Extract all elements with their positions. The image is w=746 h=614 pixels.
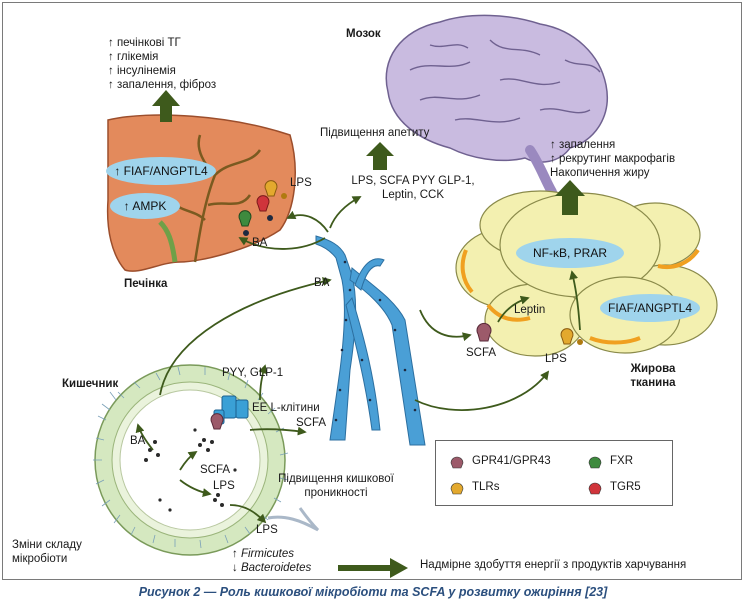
adipose-effect-3: Накопичення жиру (550, 167, 650, 179)
gut-title: Кишечник (62, 378, 119, 390)
liver-up-arrow (152, 90, 180, 122)
adipose-effect-2: ↑ рекрутинг макрофагів (550, 153, 676, 165)
legend-item-tlrs: TLRs (448, 479, 499, 495)
liver-lps-label: LPS (290, 177, 312, 189)
gut-ba-label: BA (130, 435, 146, 447)
gut-microbiota: Зміни складу мікробіоти (12, 538, 82, 566)
adipose-lps-label: LPS (545, 353, 567, 365)
firmicutes-label: Firmicutes (240, 548, 294, 560)
liver-effect-3: ↑ інсулінемія (108, 65, 176, 77)
bacteroidetes-line: ↓ Bacteroidetes (232, 562, 312, 574)
liver-ampk-pill: ↑ AMPK (110, 193, 180, 219)
liver-effects: ↑ печінкові ТГ ↑ глікемія ↑ інсулінемія … (108, 36, 216, 92)
adipose-title-line2: тканина (630, 377, 676, 389)
tlr-icon-adipose (560, 328, 574, 345)
liver-effect-4: ↑ запалення, фіброз (108, 79, 217, 91)
fxr-icon (588, 456, 602, 469)
figure-frame (2, 2, 742, 580)
legend-label-fxr: FXR (610, 455, 633, 467)
receptor-icons (210, 180, 583, 430)
tlr-icon (450, 482, 464, 495)
gpr-icon-gut (210, 413, 224, 430)
portal-vein (315, 235, 426, 446)
gut-microbiota-line2: мікробіоти (12, 553, 68, 565)
tlr-icon-liver (264, 180, 278, 197)
fxr-icon-liver (238, 210, 252, 227)
liver-title: Печінка (124, 278, 168, 290)
portal-signals: LPS, SCFA PYY GLP-1, Leptin, CCK (338, 174, 488, 202)
legend-label-tgr5: TGR5 (610, 481, 641, 493)
brain-illustration (385, 14, 608, 197)
energy-label: Надмірне здобуття енергії з продуктів ха… (420, 559, 687, 571)
liver-effect-1: ↑ печінкові ТГ (108, 37, 181, 49)
energy-right-arrow (338, 558, 408, 578)
legend-label-tlrs: TLRs (472, 481, 500, 493)
adipose-leptin-label: Leptin (514, 304, 546, 316)
legend-item-tgr5: TGR5 (586, 479, 641, 495)
figure-caption: Рисунок 2 — Роль кишкової мікробіоти та … (138, 585, 608, 599)
gut-permeability-line2: проникності (304, 487, 368, 499)
brain-up-arrow (366, 142, 394, 170)
adipose-nfkb-pill: NF-κB, PRAR (516, 238, 624, 268)
liver-effect-2: ↑ глікемія (108, 51, 159, 63)
portal-signals-line1: LPS, SCFA PYY GLP-1, (351, 175, 475, 187)
tgr5-icon-liver (256, 195, 270, 212)
adipose-scfa-label: SCFA (466, 347, 497, 359)
gut-pyy-label: PYY, GLP-1 (222, 367, 284, 379)
adipose-up-arrow (555, 180, 585, 215)
brain-effect: Підвищення апетиту (320, 127, 430, 139)
leak-vessel (267, 507, 320, 532)
gut-scfa-out-label: SCFA (296, 417, 327, 429)
gpr-icon (450, 456, 464, 469)
gut-permeability-line1: Підвищення кишкової (278, 473, 394, 485)
tgr5-icon (588, 482, 602, 495)
adipose-fiaf-pill: FIAF/ANGPTL4 (600, 294, 700, 322)
gut-scfa-label: SCFA (200, 464, 231, 476)
adipose-illustration (455, 190, 718, 357)
adipose-title: Жирова тканина (618, 362, 688, 390)
liver-fiaf-pill: ↑ FIAF/ANGPTL4 (106, 157, 216, 185)
gut-lps-label: LPS (213, 480, 235, 492)
liver-ba-label: BA (252, 237, 268, 249)
legend: GPR41/GPR43 FXR TLRs TGR5 (435, 440, 673, 506)
portal-signals-line2: Leptin, CCK (381, 189, 444, 201)
gut-microbiota-line1: Зміни складу (12, 539, 82, 551)
gut-permeability: Підвищення кишкової проникності (262, 472, 410, 500)
legend-label-gpr: GPR41/GPR43 (472, 455, 551, 467)
legend-item-gpr: GPR41/GPR43 (448, 453, 551, 469)
legend-item-fxr: FXR (586, 453, 633, 469)
signal-arrows (135, 196, 581, 524)
adipose-effects: ↑ запалення ↑ рекрутинг макрофагів Накоп… (550, 138, 675, 180)
brain-title: Мозок (346, 28, 381, 40)
bacteroidetes-label: Bacteroidetes (240, 562, 312, 574)
gpr-icon-adipose (476, 322, 492, 342)
up-arrows (152, 90, 585, 578)
gut-lps-out-label: LPS (256, 524, 278, 536)
adipose-title-line1: Жирова (630, 363, 676, 375)
adipose-effect-1: ↑ запалення (550, 139, 616, 151)
gut-ee-label: EE L-клітини (252, 402, 320, 414)
portal-ba-label: BA (314, 277, 330, 289)
firmicutes-line: ↑ Firmicutes (232, 548, 294, 560)
